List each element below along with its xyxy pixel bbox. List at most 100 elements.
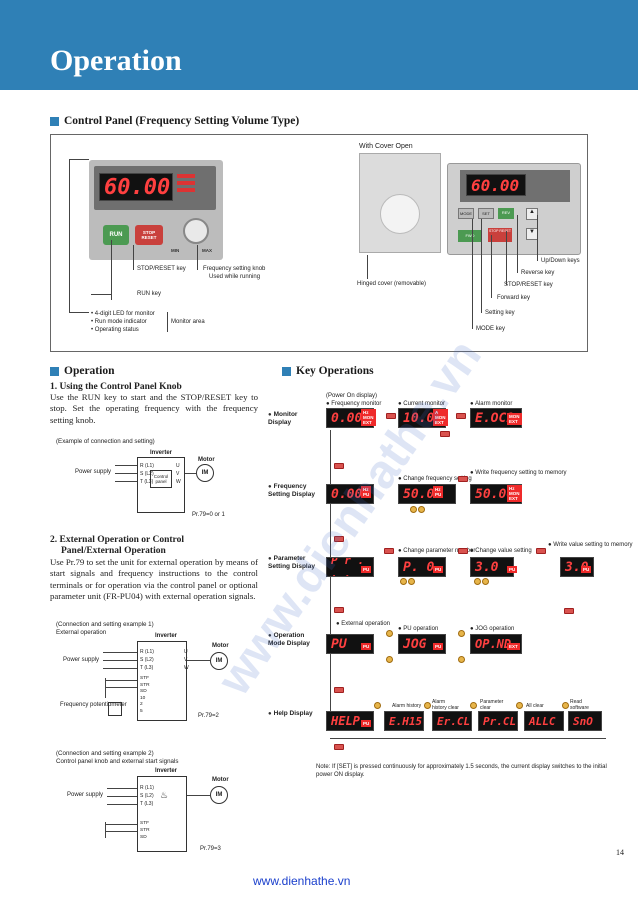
up-key-icon[interactable]: ▲ [526, 208, 538, 220]
row-monitor: Monitor Display [268, 411, 318, 427]
help-display-6: SnO [568, 711, 602, 731]
write-freq-label: ● Write frequency setting to memory [470, 470, 567, 476]
knob-icon: ♨ [160, 790, 169, 800]
section-square-icon [50, 116, 59, 126]
freq-knob-label: Frequency setting knob [203, 266, 266, 272]
down-key-icon [418, 506, 425, 513]
down-key-icon[interactable]: ▼ [526, 228, 538, 240]
ex1-sub: External operation [56, 629, 107, 636]
led-label: • 4-digit LED for monitor [91, 311, 155, 317]
down-key-icon [482, 578, 489, 585]
write-value-label: ● Write value setting to memory [548, 542, 633, 548]
help-display-3: Er.CL [432, 711, 472, 731]
fwd-key[interactable]: FWD [458, 230, 482, 242]
alarm-monitor-label: ● Alarm monitor [470, 401, 513, 407]
freq-monitor-label: ● Frequency monitor [326, 401, 382, 407]
s1-text: Use the RUN key to start and the STOP/RE… [50, 392, 258, 425]
alarm-history-label: Alarm history [392, 703, 422, 709]
s2-title-2: Panel/External Operation [61, 546, 166, 556]
key-ops-note: Note: If [SET] is pressed continuously f… [316, 764, 607, 778]
set-key[interactable]: SET [478, 208, 494, 219]
page-number: 14 [616, 848, 624, 857]
up-down-label: Up/Down keys [541, 258, 580, 264]
power-on-label: (Power On display) [326, 393, 378, 399]
change-param-label: ● Change parameter number [398, 548, 476, 554]
control-panel-box: 60.00 RUN STOP RESET MIN MAX STOP/RESET … [50, 134, 588, 352]
freq-knob-sublabel: Used while running [209, 274, 261, 280]
all-clear-label: All clear [526, 703, 544, 709]
run-button[interactable]: RUN [103, 225, 129, 245]
stop-reset2-label: STOP/RESET key [504, 282, 553, 288]
row-help: Help Display [268, 710, 320, 718]
mode-key-icon [334, 687, 344, 693]
up-key-icon [562, 702, 569, 709]
key-ops-heading: Key Operations [282, 365, 374, 377]
up-key-icon [470, 702, 477, 709]
ex2-sub: Control panel knob and external start si… [56, 758, 179, 765]
section-square-icon [50, 366, 59, 376]
hinged-cover-photo [359, 153, 441, 253]
setting-key-label: Setting key [485, 310, 515, 316]
s1-title: 1. Using the Control Panel Knob [50, 382, 182, 392]
jog-op-label: ● JOG operation [470, 626, 515, 632]
change-value-label: ● Change value setting [470, 548, 532, 554]
hinged-cover-label: Hinged cover (removable) [357, 281, 427, 287]
pu-op-label: ● PU operation [398, 626, 439, 632]
up-key-icon [516, 702, 523, 709]
ext-op-label: ● External operation [336, 621, 390, 627]
motor-icon: IM [210, 786, 228, 804]
param-clear-label: Parameter clear [480, 699, 504, 711]
ex1-title: (Connection and setting example 1) [56, 621, 154, 628]
reverse-key-label: Reverse key [521, 270, 555, 276]
mode-key-icon [334, 536, 344, 542]
potentiometer-icon [108, 702, 122, 716]
control-panel-box-1: Control panel [150, 470, 172, 488]
help-display-4: Pr.CL [478, 711, 518, 731]
footer-link[interactable]: www.dienhathe.vn [253, 874, 351, 888]
mode-key-icon [334, 463, 344, 469]
set-key-icon [384, 548, 394, 554]
forward-key-label: Forward key [497, 295, 531, 301]
freq-pot-label: Frequency potentiometer [60, 702, 127, 708]
monitor-area-label: Monitor area [171, 319, 205, 325]
section-square-icon [282, 366, 291, 376]
pr79-label-1: Pr.79=0 or 1 [192, 512, 225, 518]
page-title: Operation [50, 44, 182, 77]
mode-key[interactable]: MODE [458, 208, 474, 219]
ex2-title: (Connection and setting example 2) [56, 750, 154, 757]
set-key-icon [536, 548, 546, 554]
down-key-icon [408, 578, 415, 585]
alarm-clear-label: Alarm history clear [432, 699, 459, 711]
down-key-icon [458, 656, 465, 663]
s2-title-1: 2. External Operation or Control [50, 535, 184, 545]
stop-reset-button[interactable]: STOP RESET [135, 225, 163, 245]
run-key-label: RUN key [137, 291, 162, 297]
up-key-icon [386, 630, 393, 637]
cover-open-label: With Cover Open [359, 143, 413, 150]
set-key-icon [564, 608, 574, 614]
control-panel-photo: 60.00 RUN STOP RESET MIN MAX [89, 160, 223, 260]
change-freq-label: ● Change frequency setting [398, 476, 472, 482]
freq-display-2: 50.00 [398, 484, 456, 504]
op-status-label: • Operating status [91, 327, 139, 333]
stop-reset-key-label: STOP/RESET key [137, 266, 186, 272]
help-display-5: ALLC [524, 711, 564, 731]
set-key-icon [386, 413, 396, 419]
run-mode-label: • Run mode indicator [91, 319, 147, 325]
up-key-icon [400, 578, 407, 585]
open-led-display: 60.00 [466, 174, 526, 196]
row-opmode: Operation Mode Display [268, 632, 320, 648]
s2-text: Use Pr.79 to set the unit for external o… [50, 557, 258, 601]
max-label: MAX [202, 248, 212, 253]
pr79-label-3: Pr.79=3 [200, 846, 221, 852]
rev-key[interactable]: REV [498, 208, 514, 219]
mode-key-label: MODE key [476, 326, 506, 332]
motor-icon: IM [196, 464, 214, 482]
row-frequency: Frequency Setting Display [268, 483, 320, 499]
row-parameter: Parameter Setting Display [268, 555, 320, 571]
frequency-knob[interactable] [183, 218, 209, 244]
down-key-icon [386, 656, 393, 663]
set-key-icon [458, 476, 468, 482]
up-key-icon [410, 506, 417, 513]
set-key-icon [458, 548, 468, 554]
